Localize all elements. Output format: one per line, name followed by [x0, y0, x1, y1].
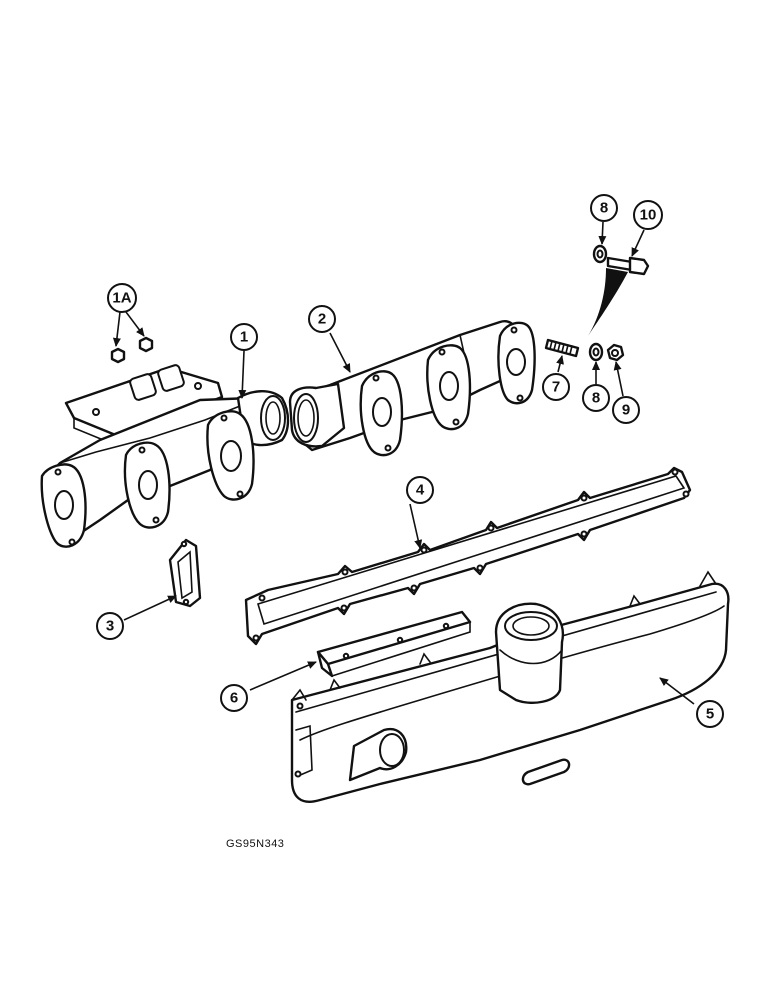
callout-6: 6: [220, 684, 248, 712]
front-manifold-section: [288, 320, 536, 457]
heat-shield-bracket: [316, 610, 472, 678]
nut: [606, 343, 625, 362]
port-gasket: [168, 538, 202, 608]
svg-text:8: 8: [600, 200, 608, 217]
callout-8-top: 8: [590, 194, 618, 222]
flange-nuts: [110, 336, 154, 364]
svg-text:1: 1: [240, 329, 248, 346]
svg-text:5: 5: [706, 706, 714, 723]
svg-text:6: 6: [230, 690, 238, 707]
manifold-jacket: [290, 570, 730, 803]
callout-1: 1: [230, 323, 258, 351]
svg-text:3: 3: [106, 618, 114, 635]
callout-7: 7: [542, 373, 570, 401]
callout-1a: 1A: [107, 283, 137, 313]
callout-8: 8: [582, 384, 610, 412]
callout-5: 5: [696, 700, 724, 728]
upper-washer: [592, 244, 608, 264]
washer: [588, 342, 604, 362]
alternate-fastener-indicator: [588, 268, 628, 336]
callout-4: 4: [406, 476, 434, 504]
rear-manifold-section: [40, 364, 290, 548]
svg-text:1A: 1A: [112, 290, 131, 307]
svg-text:9: 9: [622, 402, 630, 419]
drawing-reference-code: GS95N343: [226, 838, 285, 850]
svg-text:7: 7: [552, 379, 560, 396]
svg-text:10: 10: [640, 207, 657, 224]
callout-9: 9: [612, 396, 640, 424]
svg-text:4: 4: [416, 482, 425, 499]
svg-text:8: 8: [592, 390, 600, 407]
leader-lines: [112, 221, 695, 705]
callout-10: 10: [633, 200, 663, 230]
stud: [544, 338, 580, 358]
callout-2: 2: [308, 305, 336, 333]
callout-3: 3: [96, 612, 124, 640]
bolt: [606, 256, 650, 276]
svg-text:2: 2: [318, 311, 326, 328]
